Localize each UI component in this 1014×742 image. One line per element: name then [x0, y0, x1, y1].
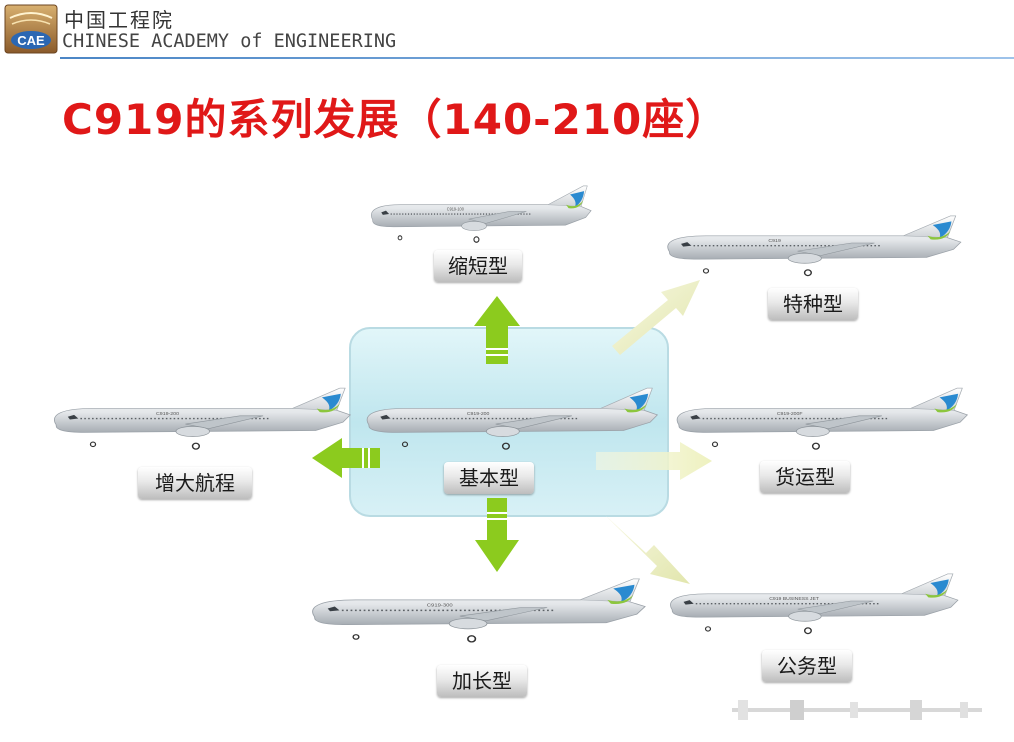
- arrow-upright-special: [612, 280, 700, 355]
- aircraft-marking-extended-range: C919-200: [156, 411, 179, 417]
- aircraft-marking-business: C919 BUSINESS JET: [769, 596, 819, 602]
- aircraft-marking-cargo: C919-200F: [777, 411, 803, 417]
- aircraft-marking-special: C919: [768, 238, 781, 244]
- label-stretched: 加长型: [437, 665, 527, 697]
- cae-logo-text: CAE: [17, 33, 45, 48]
- aircraft-marking-stretched: C919-300: [427, 603, 453, 608]
- label-extended-range: 增大航程: [138, 467, 252, 499]
- aircraft-extended-range: C919-200: [53, 387, 352, 450]
- slide-title: C919的系列发展（140-210座）: [62, 95, 729, 144]
- aircraft-cargo: C919-200F: [676, 387, 969, 450]
- watermark-mark: [732, 700, 982, 720]
- label-basic: 基本型: [444, 462, 534, 494]
- header-divider: [60, 57, 1014, 59]
- aircraft-marking-basic: C919-200: [467, 411, 490, 417]
- org-name-en: CHINESE ACADEMY of ENGINEERING: [62, 31, 397, 52]
- arrow-left-extended-range: [312, 438, 380, 478]
- label-cargo: 货运型: [760, 461, 850, 493]
- header: CAE 中国工程院 CHINESE ACADEMY of ENGINEERING: [0, 0, 1014, 60]
- aircraft-business: C919 BUSINESS JET: [669, 573, 959, 635]
- arrow-downright-business: [605, 515, 690, 584]
- org-name-cn: 中国工程院: [64, 8, 174, 32]
- arrow-down-stretched: [475, 498, 519, 572]
- arrow-up-shortened: [474, 296, 520, 364]
- aircraft-special: C919: [666, 215, 962, 277]
- label-business: 公务型: [762, 650, 852, 682]
- aircraft-stretched: C919-300: [311, 578, 647, 643]
- aircraft-shortened: C919-100: [370, 185, 592, 243]
- label-shortened: 缩短型: [434, 250, 522, 282]
- aircraft-marking-shortened: C919-100: [447, 206, 465, 211]
- aircraft-basic: C919-200: [366, 387, 659, 450]
- cae-logo: CAE: [4, 4, 58, 54]
- arrow-right-cargo: [596, 442, 712, 480]
- label-special: 特种型: [768, 288, 858, 320]
